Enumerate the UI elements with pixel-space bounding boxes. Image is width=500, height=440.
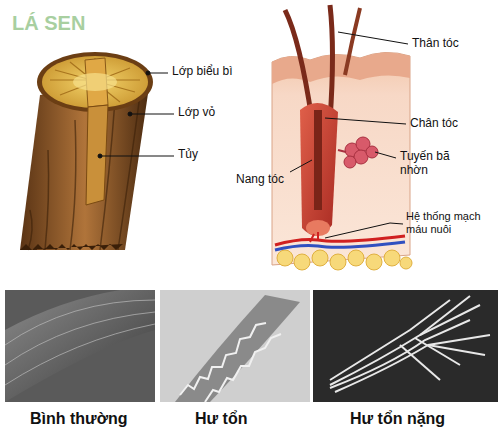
watermark: LÁ SEN: [12, 12, 85, 35]
part-label: Nang tóc: [236, 173, 284, 187]
micrograph-damaged: [160, 290, 310, 402]
part-label: Lớp vỏ: [178, 106, 215, 120]
part-label: Hệ thống mạch máu nuôi: [406, 210, 496, 235]
skin-section: [272, 5, 412, 270]
leader-lines: [98, 71, 174, 158]
photo-caption: Hư tổn nặng: [350, 410, 445, 428]
micrograph-normal: [5, 290, 155, 402]
photo-caption: Bình thường: [30, 410, 128, 428]
part-label: Tuyến bã nhờn: [400, 150, 462, 178]
part-label: Chân tóc: [410, 117, 458, 131]
hair-shaft: [20, 52, 153, 250]
part-label: Tủy: [178, 148, 198, 162]
part-label: Thân tóc: [412, 37, 459, 51]
leader-lines: [290, 32, 408, 238]
part-label: Lớp biểu bì: [172, 65, 233, 79]
micrograph-severe: [313, 290, 498, 402]
photo-caption: Hư tổn: [195, 410, 247, 428]
